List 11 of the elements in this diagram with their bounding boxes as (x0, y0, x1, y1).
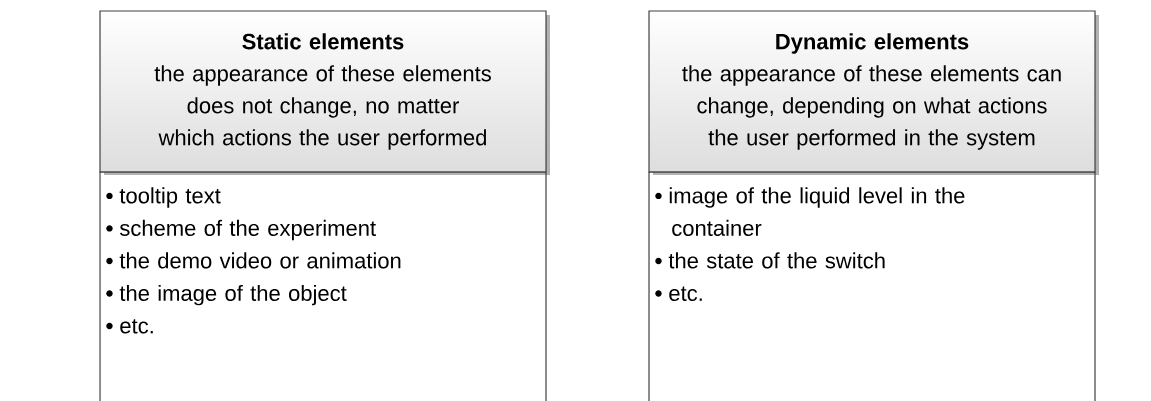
header-box: Dynamic elements the appearance of these elements can change, depending on what actions the user performed in the system (648, 10, 1099, 175)
list-box (648, 171, 1096, 401)
list-item: the image of the object (119, 284, 347, 306)
list-item: etc. (669, 286, 702, 301)
list-item: the demo video or animation (119, 252, 401, 269)
list-item: etc. (120, 319, 153, 334)
header-box: Static elements the appearance of these elements does not change, no matter which actions the user performed (99, 10, 550, 175)
list-item: scheme of the experiment (119, 219, 376, 241)
list-item: tooltip text (119, 187, 221, 208)
list-box (99, 171, 547, 401)
list-item: the state of the switch (668, 252, 885, 269)
